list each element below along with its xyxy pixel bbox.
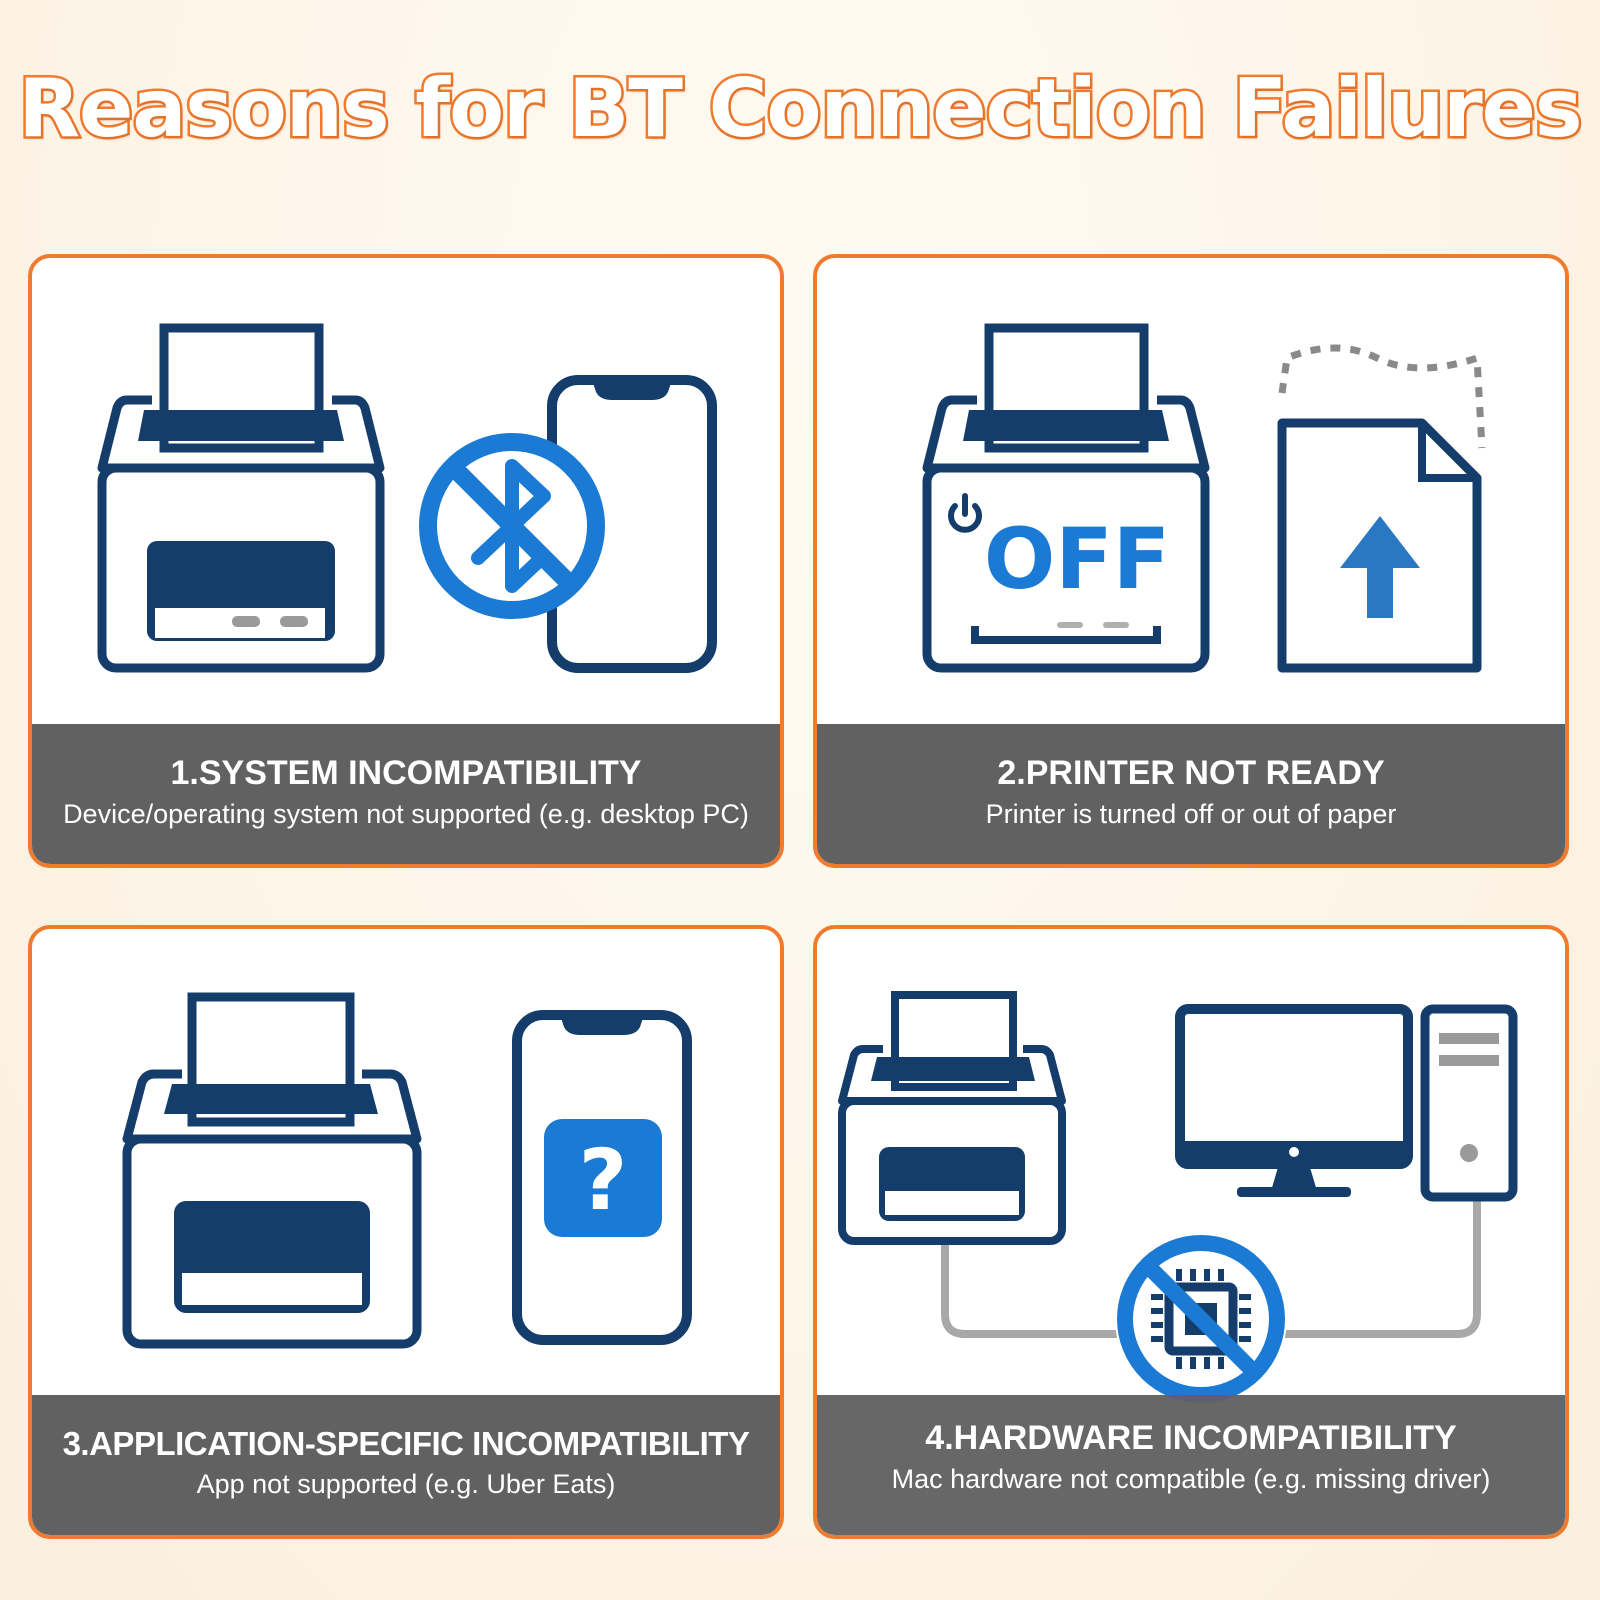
card-description: Device/operating system not supported (e… (63, 799, 749, 829)
card-heading: 2.PRINTER NOT READY (997, 754, 1385, 792)
card-heading: 3.APPLICATION-SPECIFIC INCOMPATIBILITY (62, 1425, 750, 1462)
card-caption: 1.SYSTEM INCOMPATIBILITY Device/operatin… (32, 724, 780, 864)
card-hardware-incompatibility: 4.HARDWARE INCOMPATIBILITY Mac hardware … (813, 925, 1569, 1539)
card-application-incompatibility: ? 3.APPLICATION-SPECIFIC INCOMPATIBILITY… (28, 925, 784, 1539)
card-illustration: ? (122, 992, 692, 1349)
bluetooth-disabled-icon (419, 433, 605, 619)
paper-upload-icon (1277, 344, 1486, 673)
card-illustration (838, 991, 1518, 1405)
card-heading: 4.HARDWARE INCOMPATIBILITY (925, 1419, 1457, 1457)
question-mark-symbol: ? (579, 1131, 628, 1229)
card-caption: 3.APPLICATION-SPECIFIC INCOMPATIBILITY A… (32, 1395, 780, 1535)
power-icon (948, 493, 982, 533)
card-description: App not supported (e.g. Uber Eats) (196, 1469, 616, 1499)
printer-icon (97, 323, 385, 673)
card-description: Printer is turned off or out of paper (985, 799, 1397, 829)
card-heading: 1.SYSTEM INCOMPATIBILITY (170, 754, 642, 792)
card-description: Mac hardware not compatible (e.g. missin… (891, 1464, 1491, 1494)
printer-icon (122, 992, 422, 1349)
card-printer-not-ready: OFF 2.PRINTER NOT READY Printer is turne… (813, 254, 1569, 868)
page-title: Reasons for BT Connection Failures (16, 60, 1585, 158)
card-caption: 2.PRINTER NOT READY Printer is turned of… (817, 724, 1565, 864)
off-label: OFF (984, 510, 1170, 608)
printer-icon (838, 991, 1066, 1245)
desktop-computer-icon (1175, 1004, 1518, 1202)
question-app-icon: ? (544, 1119, 662, 1237)
card-caption: 4.HARDWARE INCOMPATIBILITY Mac hardware … (817, 1395, 1565, 1535)
chip-disabled-icon (1115, 1233, 1287, 1405)
printer-off-icon: OFF (922, 323, 1210, 673)
card-illustration (97, 323, 717, 673)
card-illustration: OFF (922, 323, 1486, 673)
card-system-incompatibility: 1.SYSTEM INCOMPATIBILITY Device/operatin… (28, 254, 784, 868)
